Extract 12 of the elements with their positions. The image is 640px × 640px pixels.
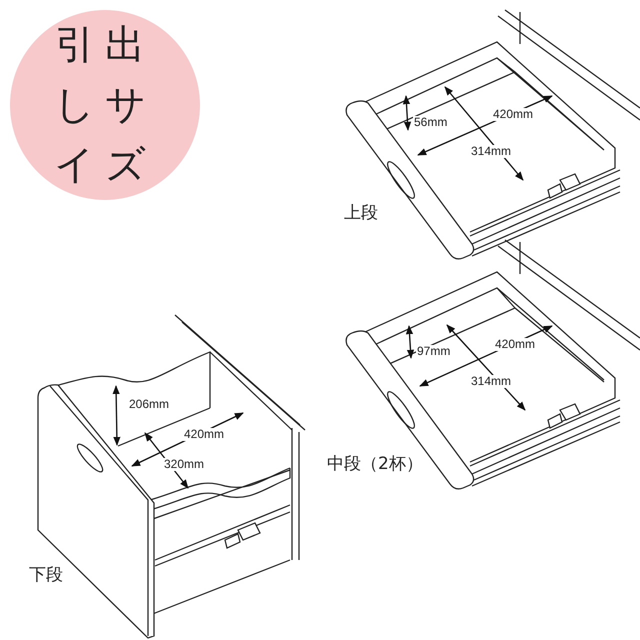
dimension-label: 314mm — [470, 145, 512, 158]
dimension-label: 420mm — [494, 338, 536, 352]
drawer-label: 上段 — [343, 204, 379, 223]
dimension-label: 206mm — [128, 398, 170, 412]
dimension-label: 314mm — [470, 375, 512, 388]
dimension-label: 420mm — [183, 428, 226, 442]
dimension-label: 56mm — [413, 116, 448, 130]
dimension-label: 420mm — [492, 108, 534, 122]
dimension-label: 97mm — [416, 345, 452, 358]
heading-text: 引出しサイズ — [53, 21, 157, 190]
drawer-label: 下段 — [28, 566, 64, 585]
dimension-label: 320mm — [163, 458, 206, 472]
